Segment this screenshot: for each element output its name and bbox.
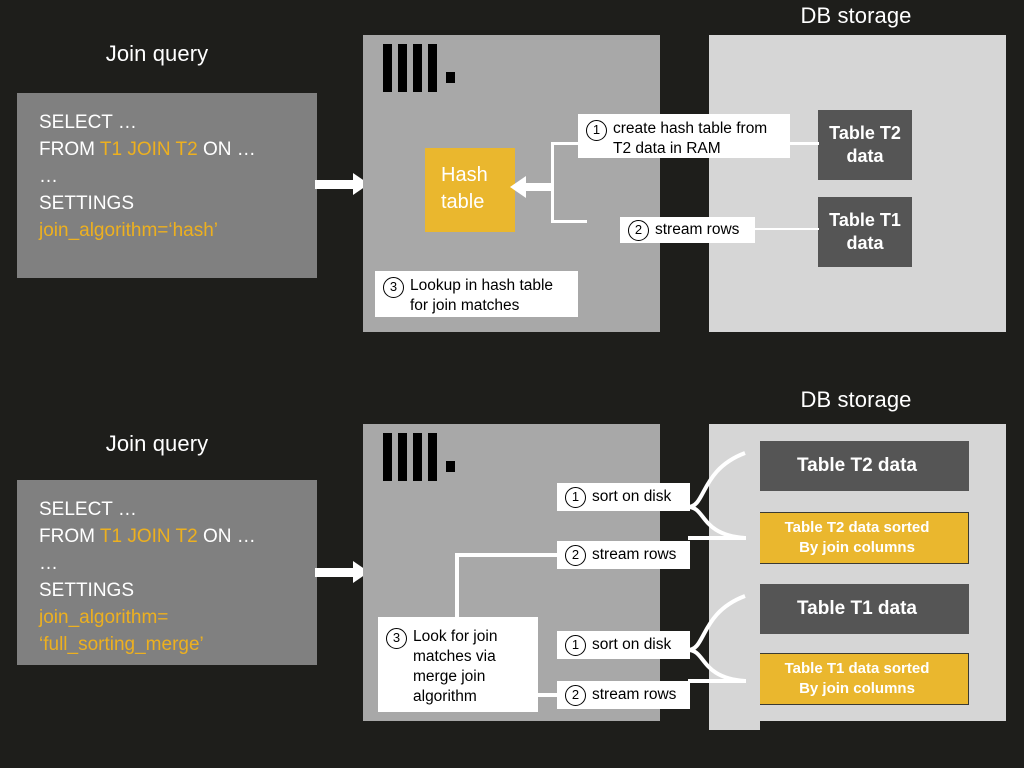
top-line-t2-to-callout1 xyxy=(789,142,819,145)
bottom-table-t2-sorted-block: Table T2 data sorted By join columns xyxy=(745,512,969,564)
bottom-callout-merge-line1: Look for join xyxy=(413,628,498,645)
top-query-to-server-arrow-shaft xyxy=(315,180,355,189)
top-table-t1-block: Table T1 data xyxy=(818,197,912,267)
top-query-box[interactable]: SELECT … FROM T1 JOIN T2 ON … … SETTINGS… xyxy=(17,93,317,278)
bottom-table-t2-sorted-line1: Table T2 data sorted xyxy=(784,519,930,536)
bottom-callout-stream-rows-2[interactable]: 2 stream rows xyxy=(557,681,690,709)
top-callout-3[interactable]: 3 Lookup in hash table for join matches xyxy=(375,271,578,317)
top-db-storage-panel xyxy=(709,35,1006,332)
query-line-select: SELECT … xyxy=(39,112,137,133)
bottom-table-t1-sorted-line2: By join columns xyxy=(799,680,915,697)
bottom-query-line-join-algorithm-value: ‘full_sorting_merge’ xyxy=(39,634,204,655)
bottom-line-stream1-vertical xyxy=(455,553,459,639)
bottom-table-t2-block: Table T2 data xyxy=(745,441,969,491)
top-db-storage-title: DB storage xyxy=(800,3,912,28)
bottom-table-t1-sorted-block: Table T1 data sorted By join columns xyxy=(745,653,969,705)
bottom-line-stream2-left xyxy=(530,693,565,697)
top-callout-3-line2: for join matches xyxy=(410,297,520,314)
top-callout-2-number: 2 xyxy=(628,219,649,241)
bottom-table-t2-line1: Table T2 data xyxy=(796,455,917,476)
hash-table-block: Hash table xyxy=(425,148,515,232)
bottom-query-box[interactable]: SELECT … FROM T1 JOIN T2 ON … … SETTINGS… xyxy=(17,480,317,665)
bottom-callout-sort-on-disk-2[interactable]: 1 sort on disk xyxy=(557,631,690,659)
bottom-callout-sort2-number: 1 xyxy=(565,634,586,656)
bottom-line-stream2-right xyxy=(688,679,746,683)
bottom-query-to-server-arrow-shaft xyxy=(315,568,355,577)
bottom-callout-sort1-text: sort on disk xyxy=(592,487,672,505)
top-callout-3-number: 3 xyxy=(383,277,404,298)
clickhouse-logo-icon xyxy=(383,44,468,92)
top-callout-2-line1: stream rows xyxy=(655,220,740,238)
top-callout-1-line1: create hash table from xyxy=(613,120,768,137)
bottom-line-stream1-right xyxy=(688,536,746,540)
bottom-query-line-ellipsis: … xyxy=(39,553,58,574)
bottom-query-line-from: FROM T1 JOIN T2 ON … xyxy=(39,523,295,550)
top-line-t1-to-callout2 xyxy=(755,228,819,230)
bottom-callout-merge-line2: matches via xyxy=(413,648,496,665)
query-on-clause: ON … xyxy=(197,139,256,160)
top-callout-2[interactable]: 2 stream rows xyxy=(620,217,755,243)
top-callout-1-number: 1 xyxy=(586,120,607,141)
query-line-from: FROM T1 JOIN T2 ON … xyxy=(39,136,295,163)
bottom-table-t1-sorted-line1: Table T1 data sorted xyxy=(784,660,930,677)
query-join-clause: T1 JOIN T2 xyxy=(99,139,198,160)
top-join-query-title: Join query xyxy=(105,41,209,66)
bottom-query-line-join-algorithm: join_algorithm= xyxy=(39,607,169,628)
top-table-t2-block: Table T2 data xyxy=(818,110,912,180)
bottom-query-join-clause: T1 JOIN T2 xyxy=(99,526,198,547)
bottom-callout-sort2-text: sort on disk xyxy=(592,635,672,653)
hash-table-label-line1: Hash xyxy=(441,164,488,186)
bottom-table-t1-block: Table T1 data xyxy=(745,584,969,634)
bottom-table-t2-sorted-line2: By join columns xyxy=(799,539,915,556)
bottom-query-from-keyword: FROM xyxy=(39,526,100,547)
top-callout-1-line2: T2 data in RAM xyxy=(613,140,721,157)
bottom-callout-merge-line3: merge join xyxy=(413,668,486,685)
bottom-query-on-clause: ON … xyxy=(197,526,256,547)
top-line-hash-junction xyxy=(551,182,554,192)
query-line-settings: SETTINGS xyxy=(39,193,135,214)
bottom-db-storage-title: DB storage xyxy=(800,387,912,412)
top-table-t2-line2: data xyxy=(846,146,884,166)
bottom-callout-merge-line4: algorithm xyxy=(413,688,477,705)
bottom-callout-merge-number: 3 xyxy=(386,628,407,649)
top-table-t1-line1: Table T1 xyxy=(829,210,901,230)
top-callout-1[interactable]: 1 create hash table from T2 data in RAM xyxy=(578,114,790,158)
bottom-callout-stream2-number: 2 xyxy=(565,684,586,706)
top-line-callout1-to-vertical xyxy=(551,142,581,145)
query-line-join-algorithm: join_algorithm=‘hash’ xyxy=(39,220,219,241)
bottom-callout-stream-rows-1[interactable]: 2 stream rows xyxy=(557,541,690,569)
top-hash-table-arrow-head xyxy=(510,176,526,198)
bottom-query-line-select: SELECT … xyxy=(39,499,137,520)
bottom-line-stream1-left xyxy=(455,553,560,557)
query-line-ellipsis: … xyxy=(39,166,58,187)
bottom-callout-stream2-text: stream rows xyxy=(592,685,677,703)
top-line-vertical-to-callout2 xyxy=(551,220,587,223)
bottom-query-line-settings: SETTINGS xyxy=(39,580,135,601)
top-table-t2-line1: Table T2 xyxy=(829,123,901,143)
hash-table-label-line2: table xyxy=(441,191,485,213)
bottom-table-t1-line1: Table T1 data xyxy=(796,598,917,619)
bottom-callout-stream1-text: stream rows xyxy=(592,545,677,563)
query-from-keyword: FROM xyxy=(39,139,100,160)
top-line-to-hash-table xyxy=(524,183,554,191)
bottom-join-query-title: Join query xyxy=(105,431,209,456)
top-table-t1-line2: data xyxy=(846,233,884,253)
bottom-callout-sort-on-disk-1[interactable]: 1 sort on disk xyxy=(557,483,690,511)
top-callout-3-line1: Lookup in hash table xyxy=(410,277,554,294)
clickhouse-logo-icon xyxy=(383,433,468,481)
bottom-callout-merge-join[interactable]: 3 Look for join matches via merge join a… xyxy=(378,617,538,712)
bottom-callout-stream1-number: 2 xyxy=(565,544,586,566)
bottom-callout-sort1-number: 1 xyxy=(565,486,586,508)
